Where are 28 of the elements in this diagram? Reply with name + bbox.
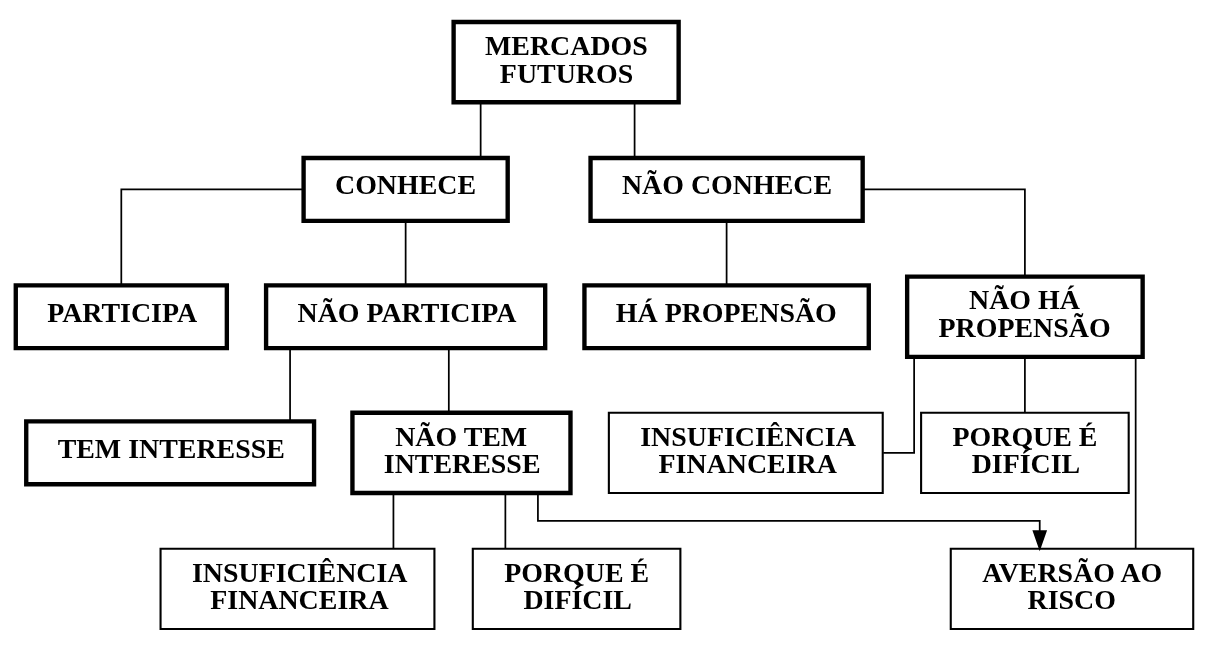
node-box: PORQUE É DIFÍCIL [471,547,682,631]
node-box: MERCADOS FUTUROS [451,19,681,105]
node-box: INSUFICIÊNCIA FINANCEIRA [159,547,436,631]
node-box: HÁ PROPENSÃO [582,283,871,351]
node-box: PARTICIPA [13,283,229,351]
connector [725,220,728,287]
node-box: PORQUE É DIFÍCIL [920,411,1130,494]
connector [120,188,304,287]
node-box: NÃO CONHECE [588,155,865,223]
node-box: NÃO HÁ PROPENSÃO [904,274,1145,360]
node-box: CONHECE [301,155,510,223]
node-box: NÃO PARTICIPA [263,283,548,351]
arrow [537,492,1048,552]
connector [1134,356,1137,550]
connector [404,220,407,287]
node-box: INSUFICIÊNCIA FINANCEIRA [607,411,884,494]
connector [392,492,395,550]
node-box: TEM INTERESSE [24,419,317,487]
connector [479,101,482,159]
connector [289,347,291,422]
connector [1024,356,1026,414]
node-box: NÃO TEM INTERESSE [350,410,573,496]
connector [447,347,450,414]
connector [862,188,1026,278]
connector [504,492,507,550]
connector [633,101,636,159]
node-box: AVERSÃO AO RISCO [949,547,1195,631]
connector [882,356,915,454]
